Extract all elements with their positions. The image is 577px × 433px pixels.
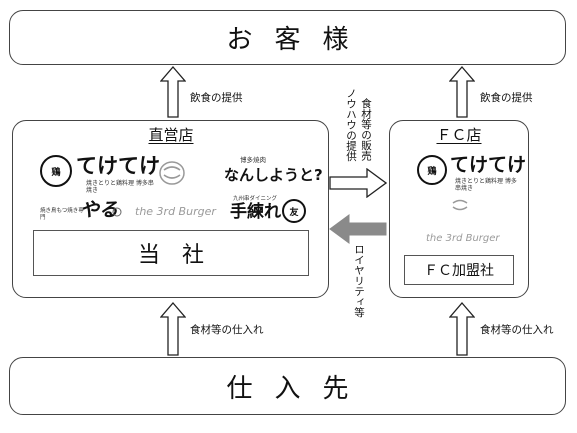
arrow-up-direct-to-customer-icon — [160, 66, 186, 118]
supplier-box: 仕入先 — [9, 357, 566, 415]
teketeke-logo-icon: 鶏 — [40, 155, 72, 187]
brand-burger: the 3rd Burger — [135, 205, 216, 218]
label-knowhow: ノウハウの提供 — [345, 88, 357, 162]
tenare-emblem-icon: 友 — [282, 199, 306, 223]
brand-tenare-tag: 九州串ダイニング — [233, 196, 278, 202]
fc-brand-burger: the 3rd Burger — [426, 233, 500, 244]
burger-emblem-icon — [158, 160, 186, 186]
label-food-provision-right: 飲食の提供 — [480, 92, 533, 104]
customer-label: お客様 — [226, 25, 371, 55]
company-box: 当社 — [33, 230, 309, 276]
brand-teketeke: てけてけ — [76, 154, 160, 178]
fc-teketeke-logo-icon: 鶏 — [417, 155, 447, 185]
arrow-up-supplier-to-direct-icon — [160, 302, 186, 356]
fc-burger-emblem-icon — [450, 196, 470, 214]
brand-yaru-mark-icon — [112, 207, 122, 217]
fc-brand-teketeke-tagline: 焼きとりと鶏料理 博多串焼き — [455, 178, 517, 192]
brand-nanshiyou: なんしようと? — [224, 166, 323, 184]
brand-yaru-tagline: 焼き鳥もつ焼き専門 — [40, 208, 84, 221]
label-sales-to-fc: 食材等の販売 — [360, 98, 372, 161]
label-royalty: ロイヤリティ等 — [353, 244, 365, 318]
label-purchase-left: 食材等の仕入れ — [190, 324, 264, 336]
arrow-right-to-fc-icon — [329, 168, 387, 198]
fc-member-box: ＦＣ加盟社 — [404, 255, 514, 285]
supplier-label: 仕入先 — [226, 373, 371, 404]
direct-store-title: 直営店 — [148, 125, 194, 144]
brand-nanshiyou-tag: 博多焼肉 — [240, 156, 266, 164]
label-purchase-right: 食材等の仕入れ — [480, 324, 554, 336]
customer-box: お客様 — [9, 10, 566, 65]
arrow-left-royalty-icon — [329, 214, 387, 244]
brand-teketeke-tagline: 焼きとりと鶏料理 博多串焼き — [86, 180, 154, 194]
label-food-provision-left: 飲食の提供 — [190, 92, 243, 104]
brand-tenare: 手練れ — [230, 202, 281, 222]
fc-store-title: ＦＣ店 — [436, 125, 482, 144]
company-label: 当社 — [137, 243, 226, 268]
fc-member-label: ＦＣ加盟社 — [424, 263, 494, 279]
fc-brand-teketeke: てけてけ — [450, 154, 527, 176]
brand-yaru: やる — [80, 199, 119, 221]
arrow-up-supplier-to-fc-icon — [449, 302, 475, 356]
arrow-up-fc-to-customer-icon — [449, 66, 475, 118]
